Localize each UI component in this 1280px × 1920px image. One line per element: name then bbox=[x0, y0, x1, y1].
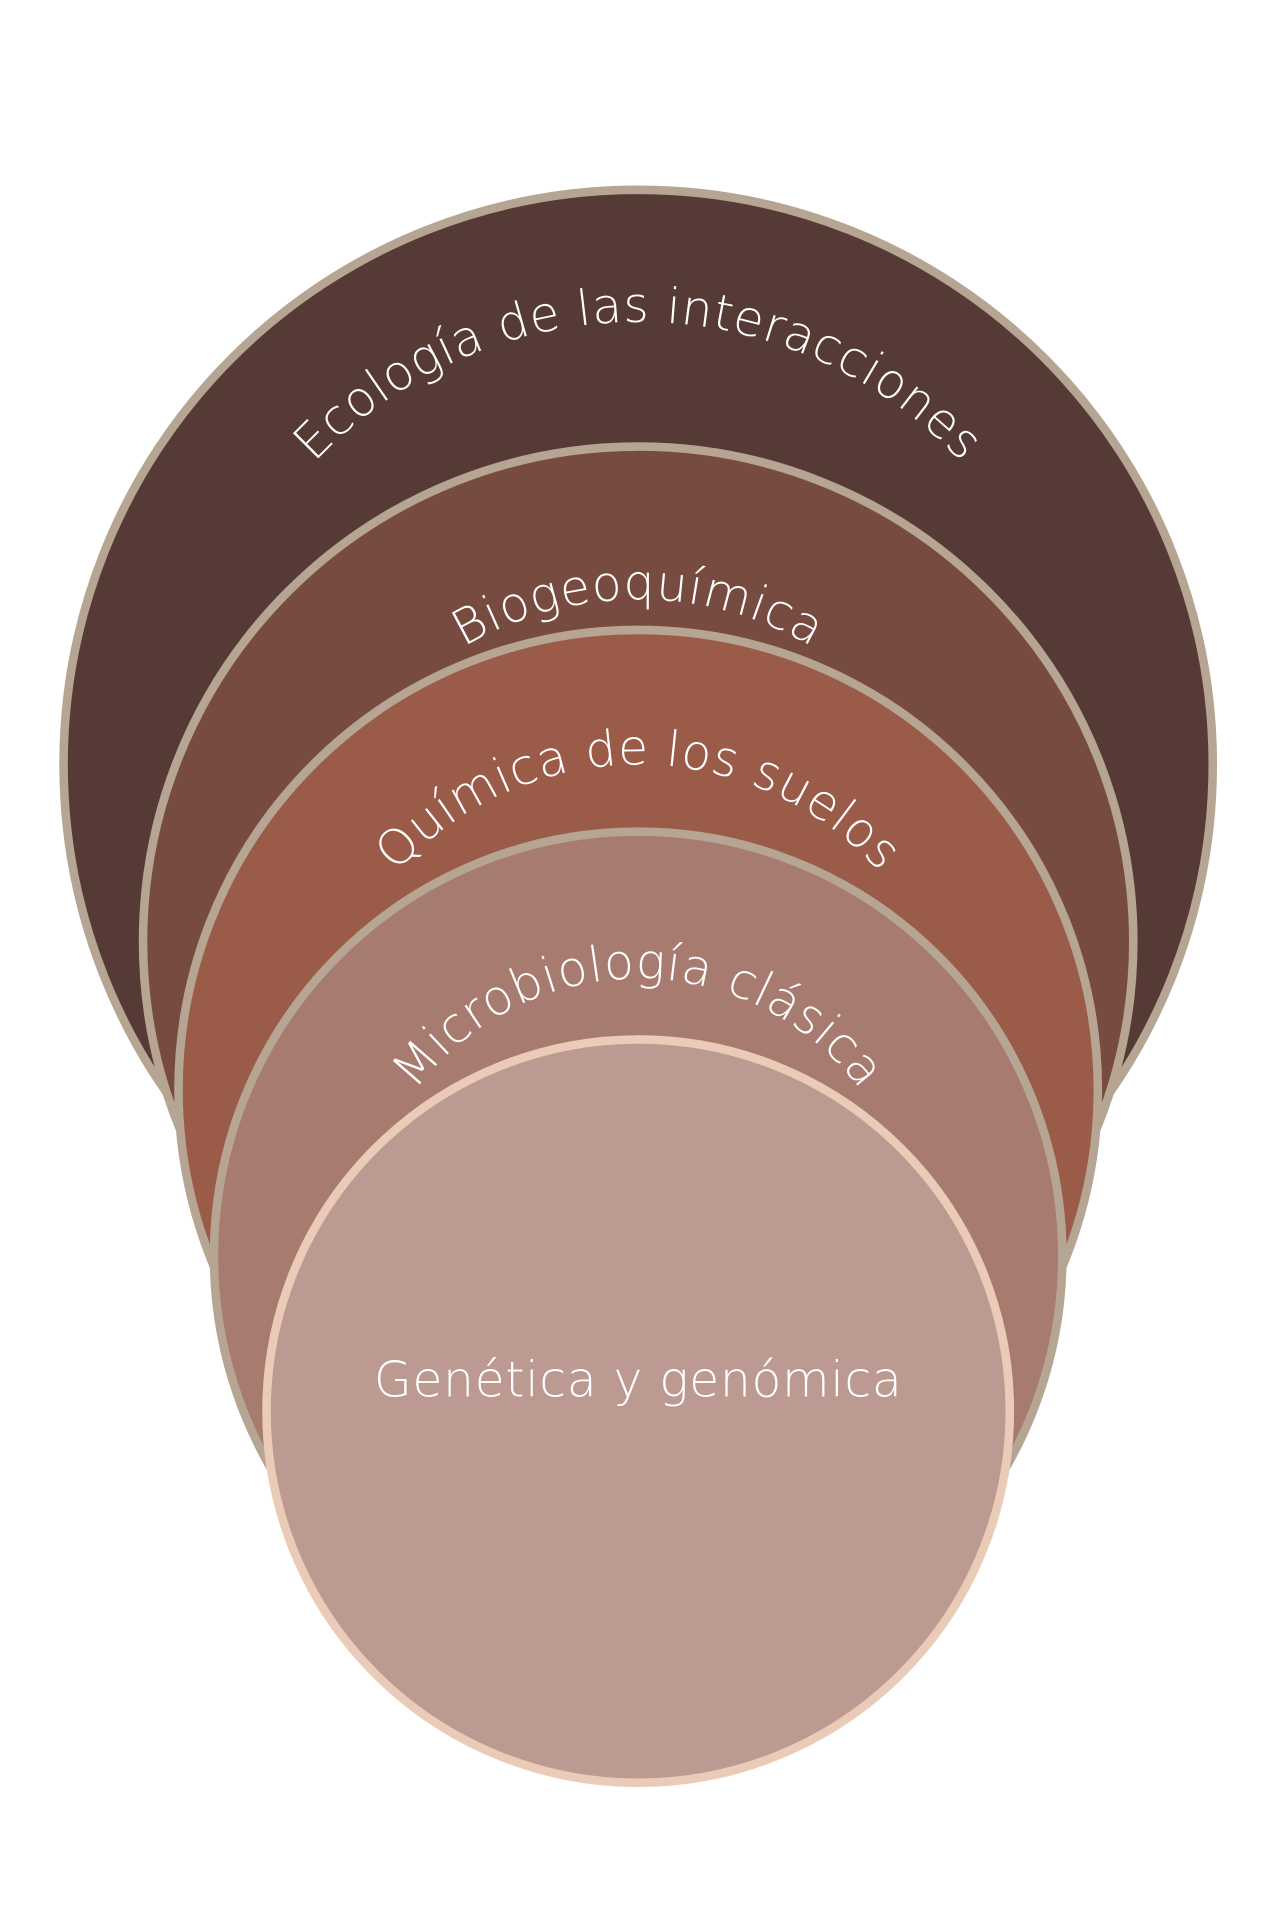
label-genetica: Genética y genómica bbox=[374, 1351, 903, 1408]
circle-genetica bbox=[262, 1035, 1015, 1788]
